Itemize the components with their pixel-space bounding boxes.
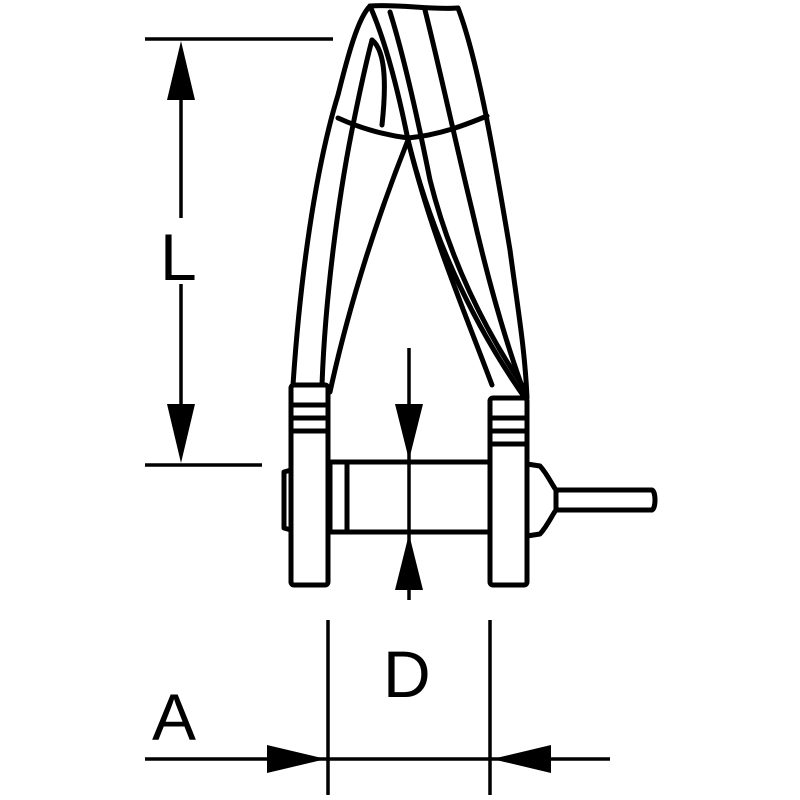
right-eye <box>487 395 530 588</box>
left-eye <box>281 382 331 588</box>
shackle-bow <box>290 3 530 401</box>
dimension-a: A <box>145 620 610 795</box>
arrow-down-icon <box>395 404 423 460</box>
arrow-down-icon <box>167 404 195 463</box>
arrow-right-icon <box>267 745 326 773</box>
dimension-l: L <box>145 37 333 467</box>
pin <box>327 459 658 539</box>
dimension-d: D <box>383 348 431 711</box>
arrow-left-icon <box>492 745 551 773</box>
width-label: A <box>152 680 196 754</box>
diameter-label: D <box>383 637 431 711</box>
arrow-up-icon <box>395 534 423 590</box>
length-label: L <box>160 220 197 294</box>
arrow-up-icon <box>167 41 195 100</box>
